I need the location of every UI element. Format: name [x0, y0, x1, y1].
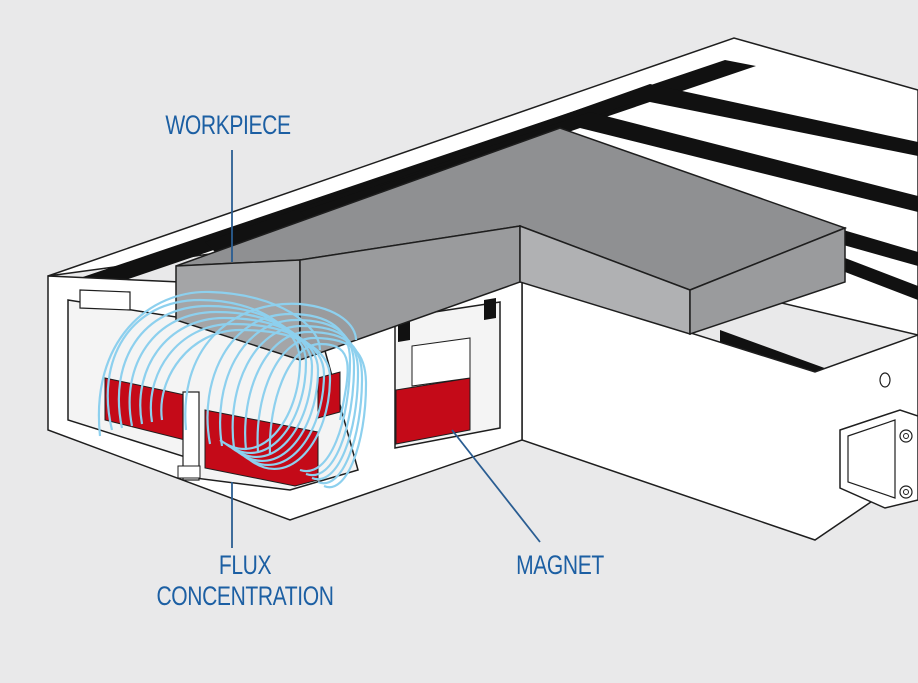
flux-label-line2: CONCENTRATION — [156, 581, 334, 611]
leader-lines — [231, 150, 541, 548]
workpiece-label: WORKPIECE — [142, 110, 314, 141]
connector-box — [839, 409, 918, 509]
magnet-label-text: MAGNET — [516, 550, 604, 580]
flux-concentration-divider — [182, 391, 200, 481]
magnet-block-middle — [395, 377, 471, 445]
flux-loop — [97, 290, 368, 489]
magnet-leader — [451, 429, 541, 543]
magnet-label: MAGNET — [474, 550, 646, 581]
flux-concentration-label: FLUX CONCENTRATION — [155, 550, 334, 612]
mounting-hole — [879, 372, 891, 388]
bolt — [899, 429, 913, 499]
flux-label-line1: FLUX — [218, 550, 272, 580]
workpiece-label-text: WORKPIECE — [165, 110, 291, 140]
